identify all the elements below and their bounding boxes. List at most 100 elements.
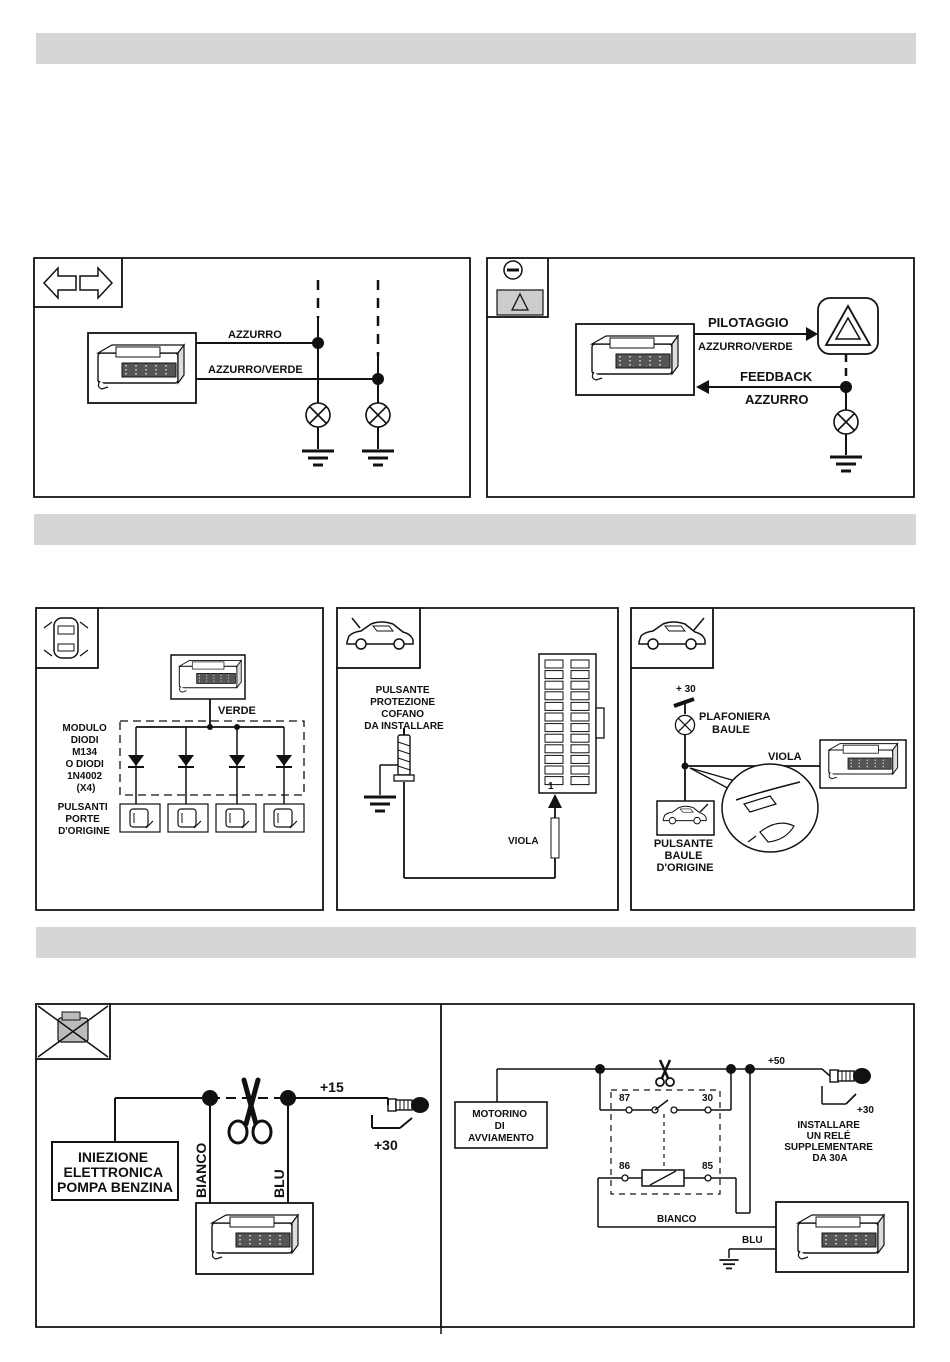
label-blu: BLU [742, 1235, 763, 1246]
car-top-doors-icon [35, 607, 99, 669]
connector-pin [570, 776, 590, 786]
control-unit-icon [87, 332, 197, 404]
lamp-icon [674, 714, 696, 736]
control-unit-icon [575, 323, 695, 396]
panel-trunk: + 30 PLAFONIERA BAULE VIOLA [630, 607, 915, 911]
label-bianco: BIANCO [193, 1143, 209, 1198]
connector-pin [570, 754, 590, 764]
label-modulo-diodi: MODULO DIODI M134 O DIODI 1N4002 (X4) [62, 723, 109, 794]
ground-icon [828, 455, 864, 473]
section-band-2 [34, 514, 916, 545]
connector-pin [544, 776, 564, 786]
connector-pin [544, 712, 564, 722]
engine-crossed-icon [35, 1003, 111, 1060]
label-azzurro-verde: AZZURRO/VERDE [698, 341, 793, 353]
wire-label-azzurro: AZZURRO [228, 329, 282, 341]
panel-hazard: PILOTAGGIO AZZURRO/VERDE FEEDBACK AZZURR… [486, 257, 915, 498]
section-band-3 [36, 927, 916, 958]
svg-text:MOTORINO DI AV: MOTORINO DI AVVIAMENTO [468, 1109, 534, 1144]
hazard-button-icon [486, 257, 549, 318]
connector-pin [544, 744, 564, 754]
wire-label-azzurro-verde: AZZURRO/VERDE [208, 364, 303, 376]
control-unit-icon [775, 1201, 909, 1273]
label-pulsanti-porte: PULSANTI PORTE D'ORIGINE [58, 802, 111, 837]
control-unit-icon [819, 739, 907, 789]
connector-pin [570, 659, 590, 669]
cable-tap-detail-icon [721, 763, 819, 853]
ground-icon [718, 1259, 740, 1270]
connector-pin [544, 754, 564, 764]
lamp-icon [833, 409, 859, 435]
label-installare-rele: INSTALLARE UN RELÉ SUPPLEMENTARE DA 30A [784, 1120, 876, 1164]
label-verde: VERDE [218, 705, 256, 717]
section-band-1 [36, 33, 916, 64]
label-pulsante-cofano: PULSANTE PROTEZIONE COFANO DA INSTALLARE [364, 685, 444, 732]
connector-pin [570, 670, 590, 680]
panel-doors: VERDE MODULO DIODI M134 O DIODI 1N4002 (… [35, 607, 324, 911]
connector-pin [544, 670, 564, 680]
bonnet-pin-switch-icon [393, 728, 415, 782]
svg-text:INIEZIONE ELETTRONICA: INIEZIONE ELETTRONICA POMPA BENZINA [57, 1149, 173, 1195]
connector-pin [570, 765, 590, 775]
pin-1-label: 1 [548, 781, 554, 792]
connector-pin [544, 691, 564, 701]
connector-pin [544, 733, 564, 743]
label-plus15: +15 [320, 1079, 344, 1095]
control-unit-icon [195, 1202, 314, 1275]
relay-pin-86: 86 [619, 1161, 631, 1172]
connector-pin [544, 701, 564, 711]
scissors-icon [227, 1077, 273, 1145]
connector-pin [544, 723, 564, 733]
connector-pin [570, 744, 590, 754]
door-switch-icon [263, 803, 305, 833]
label-viola: VIOLA [508, 836, 539, 847]
door-switch-icon [215, 803, 257, 833]
scissors-icon [655, 1059, 675, 1087]
label-plus30: +30 [857, 1105, 874, 1116]
connector-pin [570, 712, 590, 722]
panel-fuel-immobilizer: INIEZIONE ELETTRONICA POMPA BENZINA [35, 1003, 442, 1328]
connector-pin [570, 691, 590, 701]
label-blu: BLU [271, 1169, 287, 1198]
lamp-icon [305, 402, 331, 428]
door-switch-icon [119, 803, 161, 833]
control-unit-icon [170, 654, 246, 700]
hazard-triangle-icon [817, 297, 879, 355]
label-plafoniera: PLAFONIERA BAULE [699, 711, 773, 736]
door-switch-icon [167, 803, 209, 833]
connector-pin [544, 659, 564, 669]
label-pulsante-baule: PULSANTE BAULE D'ORIGINE [654, 838, 716, 874]
ground-icon [360, 449, 396, 467]
ignition-key-icon [371, 1096, 430, 1129]
panel-starter-immobilizer: MOTORINO DI AVVIAMENTO [440, 1003, 915, 1334]
label-azzurro: AZZURRO [745, 392, 809, 407]
connector-pin [544, 680, 564, 690]
trunk-switch-icon [656, 800, 715, 836]
connector-pin [570, 723, 590, 733]
relay-pin-87: 87 [619, 1093, 631, 1104]
turn-signal-arrows-icon [33, 257, 123, 308]
label-bianco: BIANCO [657, 1214, 697, 1225]
relay-pin-30: 30 [702, 1093, 714, 1104]
ground-icon [362, 795, 398, 813]
connector-pin [570, 701, 590, 711]
connector-pin [544, 765, 564, 775]
label-pilotaggio: PILOTAGGIO [708, 315, 789, 330]
relay-pin-85: 85 [702, 1161, 714, 1172]
lamp-icon [365, 402, 391, 428]
connector-pin [570, 680, 590, 690]
label-plus50: +50 [768, 1056, 785, 1067]
label-plus30: + 30 [676, 684, 696, 695]
connector-block [538, 653, 605, 794]
car-side-trunk-icon [630, 607, 714, 669]
panel-indicators: AZZURRO AZZURRO/VERDE [33, 257, 471, 498]
ground-icon [300, 449, 336, 467]
label-feedback: FEEDBACK [740, 369, 813, 384]
diode-array [128, 727, 292, 804]
connector-pin [570, 733, 590, 743]
ignition-key-icon [821, 1067, 872, 1105]
car-side-bonnet-icon [336, 607, 421, 669]
starter-motor-box: MOTORINO DI AVVIAMENTO [454, 1101, 548, 1149]
label-plus30: +30 [374, 1137, 398, 1153]
panel-bonnet: 1 PULSANTE PROTEZIONE COFANO DA INSTALLA… [336, 607, 619, 911]
